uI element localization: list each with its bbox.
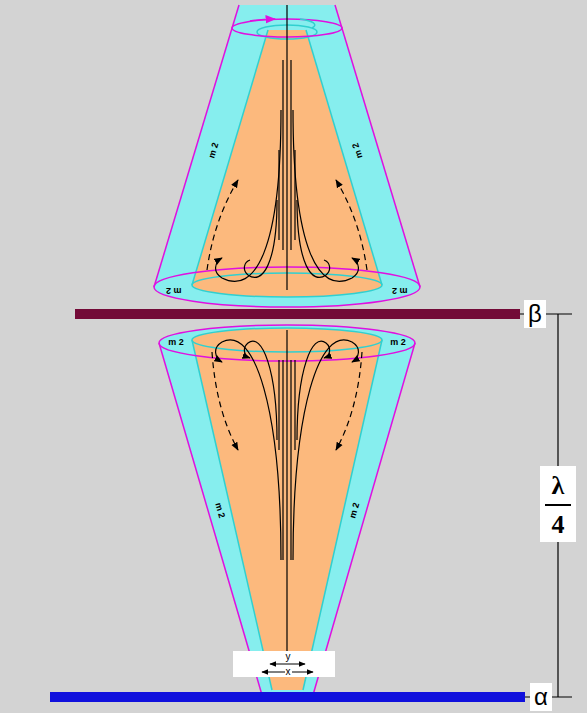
dimension-label: y — [285, 652, 292, 662]
upper-cone — [154, 5, 420, 307]
fraction-bar — [545, 504, 571, 506]
medium-label: m 2 — [392, 286, 408, 295]
medium-label: m 2 — [207, 141, 220, 158]
medium-label: m 2 — [214, 501, 227, 518]
beta-plane — [75, 309, 520, 319]
medium-label: m 2 — [390, 338, 406, 347]
medium-label: m 2 — [168, 338, 184, 347]
lower-cone — [159, 325, 415, 695]
medium-label: m 2 — [166, 286, 182, 295]
fraction-ground — [540, 466, 576, 542]
plane-label: α — [533, 685, 549, 709]
dimension-label: x — [285, 667, 292, 677]
medium-label: m 2 — [349, 501, 362, 518]
fraction-denominator: 4 — [551, 512, 566, 538]
plane-label: β — [527, 302, 543, 326]
medium-label: m 2 — [351, 141, 364, 158]
alpha-plane — [50, 692, 525, 702]
wavelength-symbol: λ — [551, 473, 566, 499]
label-ground — [530, 683, 552, 711]
label-ground — [524, 300, 546, 328]
distance-bracket — [520, 314, 572, 697]
